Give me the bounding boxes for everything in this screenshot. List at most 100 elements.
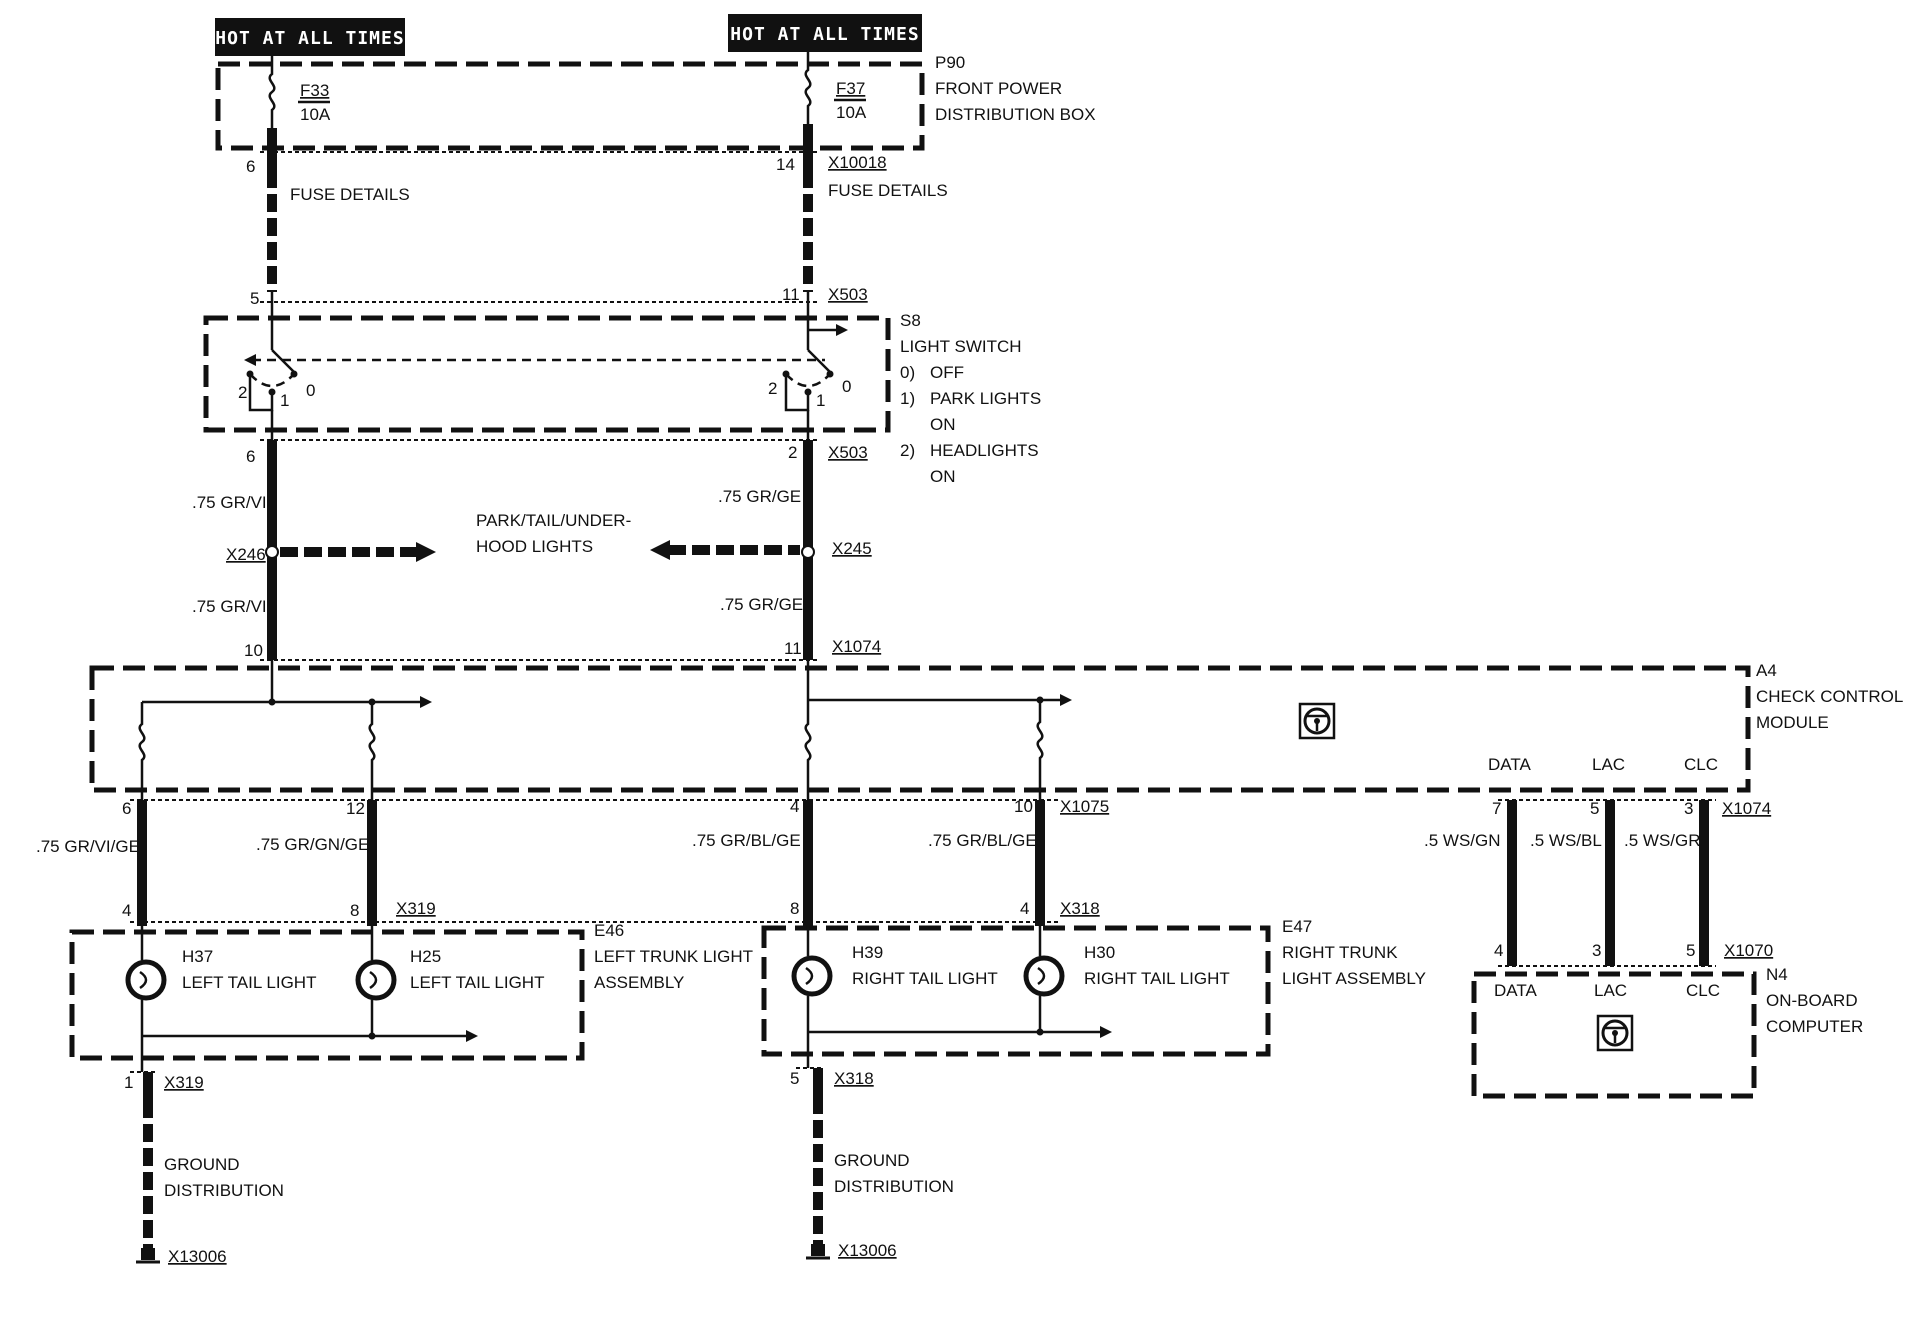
- switch-left-blade: [271, 349, 295, 373]
- connector-x13006-right: X13006: [838, 1241, 897, 1260]
- switch-pos1-text-1: PARK LIGHTS: [930, 389, 1041, 408]
- banner-right: HOT AT ALL TIMES: [728, 14, 922, 52]
- steering-wheel-icon-n4: [1596, 1014, 1634, 1052]
- pin-4-a4: 4: [790, 797, 799, 816]
- pin-3-clc: 3: [1684, 799, 1693, 818]
- pin-7-data: 7: [1492, 799, 1501, 818]
- fuse-f33-rating: 10A: [300, 105, 331, 124]
- a4-left-junction: [268, 698, 276, 706]
- lamp-h37-icon: [125, 926, 167, 1072]
- a4-clc-label: CLC: [1684, 755, 1718, 774]
- connector-x1070: X1070: [1724, 941, 1773, 960]
- connector-x319-bottom: X319: [164, 1073, 204, 1092]
- switch-right-blade: [807, 349, 831, 373]
- lamp-h25-id: H25: [410, 947, 441, 966]
- pin-5-n4: 5: [1686, 941, 1695, 960]
- a4-resistor-1-icon: [138, 702, 146, 800]
- pin-11-a4: 11: [784, 639, 802, 658]
- lamp-h39-name: RIGHT TAIL LIGHT: [852, 969, 998, 988]
- ground-left-icon: [136, 1248, 160, 1264]
- fuse-f37-rating: 10A: [836, 103, 867, 122]
- a4-name-2: MODULE: [1756, 713, 1829, 732]
- connector-x318-bottom: X318: [834, 1069, 874, 1088]
- n4-lac-label: LAC: [1594, 981, 1627, 1000]
- e47-outline: [761, 925, 1271, 1057]
- connector-x13006-left: X13006: [168, 1247, 227, 1266]
- fuse-box-name-1: FRONT POWER: [935, 79, 1062, 98]
- wire-label-r2: .75 GR/GE: [720, 595, 803, 614]
- e46-name-1: LEFT TRUNK LIGHT: [594, 947, 753, 966]
- pin-5-lac: 5: [1590, 799, 1599, 818]
- switch-left-pos-2: 2: [238, 383, 247, 402]
- connector-x1075: X1075: [1060, 797, 1109, 816]
- a4-lac-label: LAC: [1592, 755, 1625, 774]
- pin-10-a4: 10: [1014, 797, 1033, 816]
- a4-right-bus-arrow-icon: [1060, 694, 1072, 706]
- a4-name-1: CHECK CONTROL: [1756, 687, 1903, 706]
- switch-pos2-text-2: ON: [930, 467, 956, 486]
- lamp-h25-icon: [355, 926, 397, 1036]
- e46-name-2: ASSEMBLY: [594, 973, 684, 992]
- arrow-park-left-icon: [416, 542, 436, 562]
- pin-4-e46: 4: [122, 901, 131, 920]
- lamp-h37-name: LEFT TAIL LIGHT: [182, 973, 316, 992]
- fuse-box-name-2: DISTRIBUTION BOX: [935, 105, 1096, 124]
- pin-8-e47: 8: [790, 899, 799, 918]
- connector-x318-top: X318: [1060, 899, 1100, 918]
- e47-name-2: LIGHT ASSEMBLY: [1282, 969, 1426, 988]
- pin-6-top: 6: [246, 157, 255, 176]
- pin-3-n4: 3: [1592, 941, 1601, 960]
- e46-junction: [368, 1032, 376, 1040]
- switch-pos0-num: 0): [900, 363, 915, 382]
- lamp-h39-icon: [791, 926, 833, 1068]
- n4-name-1: ON-BOARD: [1766, 991, 1858, 1010]
- banner-left: HOT AT ALL TIMES: [215, 18, 405, 56]
- pin-6-switch: 6: [246, 447, 255, 466]
- ground-right-icon: [806, 1244, 830, 1260]
- n4-data-label: DATA: [1494, 981, 1537, 1000]
- pin-12-a4: 12: [346, 799, 365, 818]
- pin-4-e47: 4: [1020, 899, 1029, 918]
- lamp-h39-id: H39: [852, 943, 883, 962]
- switch-pos2-text-1: HEADLIGHTS: [930, 441, 1039, 460]
- on-board-computer-outline: [1471, 971, 1757, 1099]
- lamp-h30-icon: [1023, 926, 1065, 1032]
- pin-5: 5: [250, 289, 259, 308]
- switch-pos1-text-2: ON: [930, 415, 956, 434]
- ground-right-label-1: GROUND: [834, 1151, 910, 1170]
- pin-4-n4: 4: [1494, 941, 1503, 960]
- fuse-details-right: FUSE DETAILS: [828, 181, 948, 200]
- switch-right-jumper: [784, 374, 810, 412]
- wire-label-data: .5 WS/GN: [1424, 831, 1501, 850]
- switch-right-pos-2: 2: [768, 379, 777, 398]
- banner-left-text: HOT AT ALL TIMES: [215, 28, 404, 49]
- fuse-f37-id: F37: [836, 79, 865, 98]
- wire-label-clc: .5 WS/GR: [1624, 831, 1701, 850]
- connector-x10018: X10018: [828, 153, 887, 172]
- fuse-f33-icon: [268, 56, 276, 128]
- wire-label-b: .75 GR/GN/GE: [256, 835, 369, 854]
- e47-name-1: RIGHT TRUNK: [1282, 943, 1398, 962]
- a4-left-bus-arrow-icon: [420, 696, 432, 708]
- park-tail-label-1: PARK/TAIL/UNDER-: [476, 511, 631, 530]
- ground-left-label-2: DISTRIBUTION: [164, 1181, 284, 1200]
- switch-box-outline: [203, 315, 891, 433]
- wire-label-r1: .75 GR/GE: [718, 487, 801, 506]
- switch-name: LIGHT SWITCH: [900, 337, 1022, 356]
- switch-id: S8: [900, 311, 921, 330]
- connector-x319-top: X319: [396, 899, 436, 918]
- pin-5-ground: 5: [790, 1069, 799, 1088]
- a4-id: A4: [1756, 661, 1777, 680]
- pin-8-e46: 8: [350, 901, 359, 920]
- connector-x1074-right: X1074: [1722, 799, 1771, 818]
- e47-id: E47: [1282, 917, 1312, 936]
- switch-right-pos-0: 0: [842, 377, 851, 396]
- connector-x246: X246: [226, 545, 266, 564]
- fuse-f33-id: F33: [300, 81, 329, 100]
- wire-label-l2: .75 GR/VI: [192, 597, 267, 616]
- switch-left-jumper: [248, 374, 274, 412]
- fuse-f37-icon: [804, 52, 812, 124]
- park-tail-label-2: HOOD LIGHTS: [476, 537, 593, 556]
- e46-outline: [69, 929, 585, 1061]
